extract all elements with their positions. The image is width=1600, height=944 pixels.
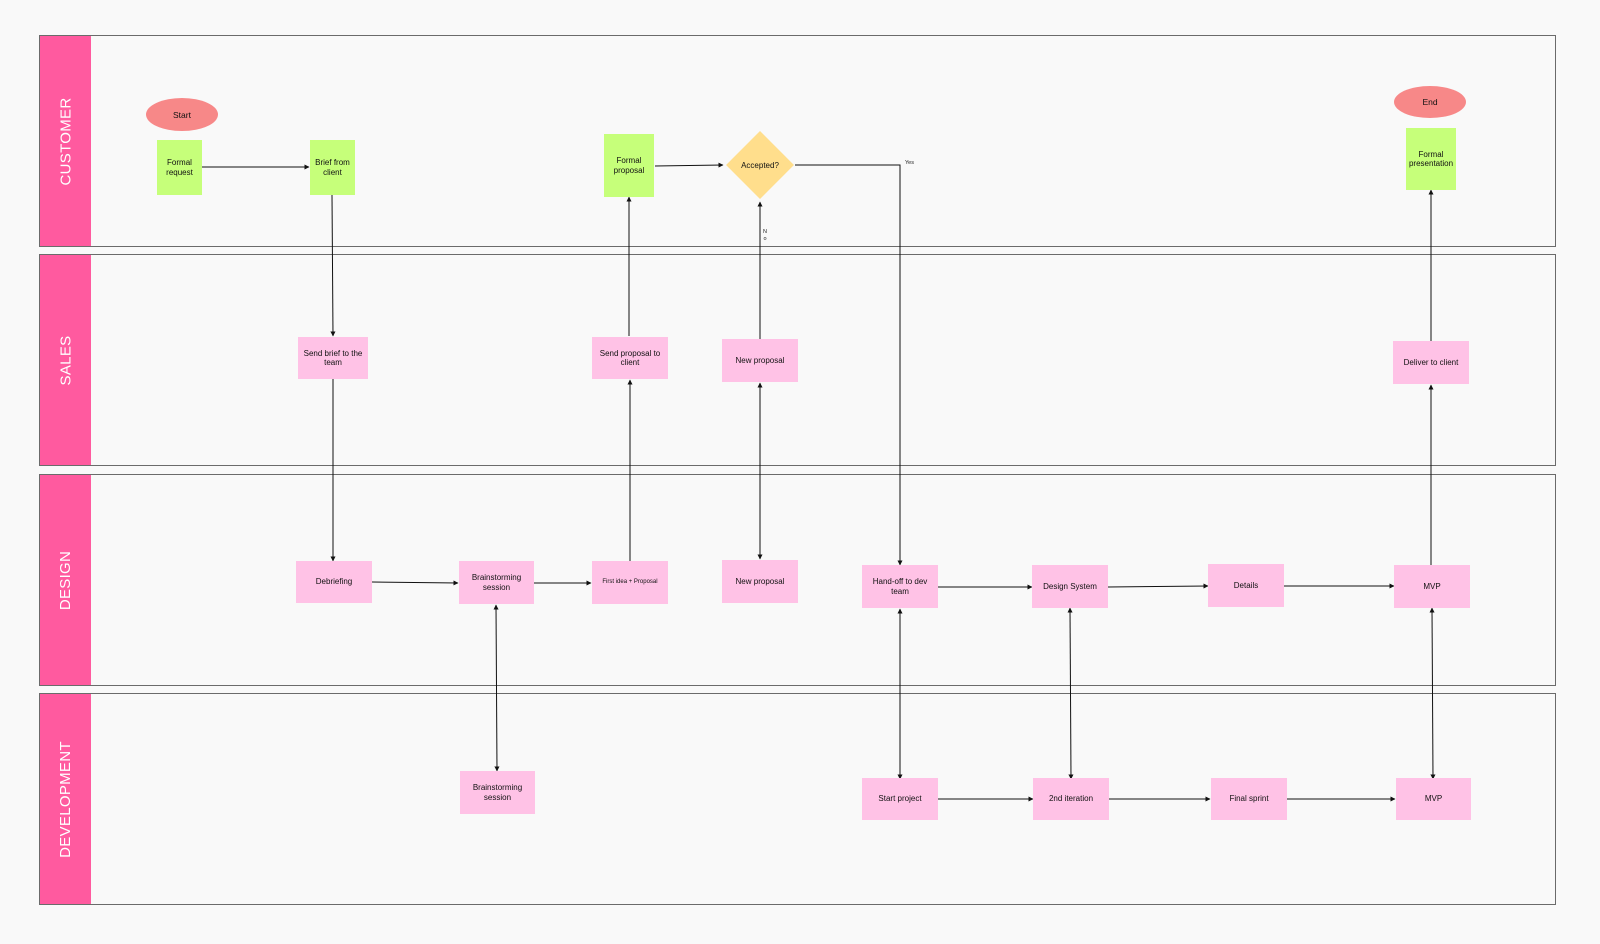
edge-decision-yes-to-handoff bbox=[795, 164, 903, 566]
yes-label: Yes bbox=[905, 160, 914, 166]
node-mvp-design[interactable]: MVP bbox=[1394, 565, 1470, 608]
node-send-brief[interactable]: Send brief to the team bbox=[298, 337, 368, 379]
edge-design-system-to-iteration bbox=[1067, 607, 1074, 780]
edge-formal-proposal-to-decision bbox=[654, 162, 724, 168]
node-handoff[interactable]: Hand-off to dev team bbox=[862, 565, 938, 608]
lane-header-design: DESIGN bbox=[40, 475, 91, 685]
node-details[interactable]: Details bbox=[1208, 564, 1284, 607]
end-terminal[interactable]: End bbox=[1394, 86, 1466, 118]
edge-mvp-design-dev bbox=[1429, 607, 1436, 780]
node-start-project[interactable]: Start project bbox=[862, 778, 938, 820]
lane-header-sales: SALES bbox=[40, 255, 91, 465]
node-first-idea[interactable]: First idea + Proposal bbox=[592, 561, 668, 604]
lane-customer: CUSTOMER bbox=[39, 35, 1556, 247]
decision-label: Accepted? bbox=[741, 160, 779, 170]
lane-header-customer: CUSTOMER bbox=[40, 36, 91, 246]
edge-debriefing-to-brainstorm bbox=[371, 580, 459, 586]
node-send-proposal[interactable]: Send proposal to client bbox=[592, 337, 668, 379]
node-final-sprint[interactable]: Final sprint bbox=[1211, 778, 1287, 820]
start-terminal[interactable]: Start bbox=[146, 98, 218, 131]
node-formal-proposal[interactable]: Formal proposal bbox=[604, 134, 654, 197]
edge-design-system-to-details bbox=[1107, 583, 1209, 589]
node-debriefing[interactable]: Debriefing bbox=[296, 561, 372, 603]
node-second-iteration[interactable]: 2nd iteration bbox=[1033, 778, 1109, 820]
no-label: N o bbox=[763, 229, 767, 243]
node-brainstorming-dev[interactable]: Brainstorming session bbox=[460, 771, 535, 814]
node-design-system[interactable]: Design System bbox=[1032, 565, 1108, 608]
node-formal-presentation[interactable]: Formal presentation bbox=[1406, 128, 1456, 190]
node-brainstorming-design[interactable]: Brainstorming session bbox=[459, 561, 534, 604]
node-mvp-dev[interactable]: MVP bbox=[1396, 778, 1471, 820]
node-new-proposal-design[interactable]: New proposal bbox=[722, 560, 798, 603]
node-brief-from-client[interactable]: Brief from client bbox=[310, 140, 355, 195]
node-formal-request[interactable]: Formal request bbox=[157, 140, 202, 195]
edge-brainstorm-design-dev bbox=[493, 604, 500, 772]
node-deliver-to-client[interactable]: Deliver to client bbox=[1393, 341, 1469, 384]
edge-brief-to-send-brief bbox=[330, 194, 336, 337]
decision-accepted[interactable]: Accepted? bbox=[725, 130, 795, 200]
lane-header-development: DEVELOPMENT bbox=[40, 694, 91, 904]
node-new-proposal-sales[interactable]: New proposal bbox=[722, 339, 798, 382]
